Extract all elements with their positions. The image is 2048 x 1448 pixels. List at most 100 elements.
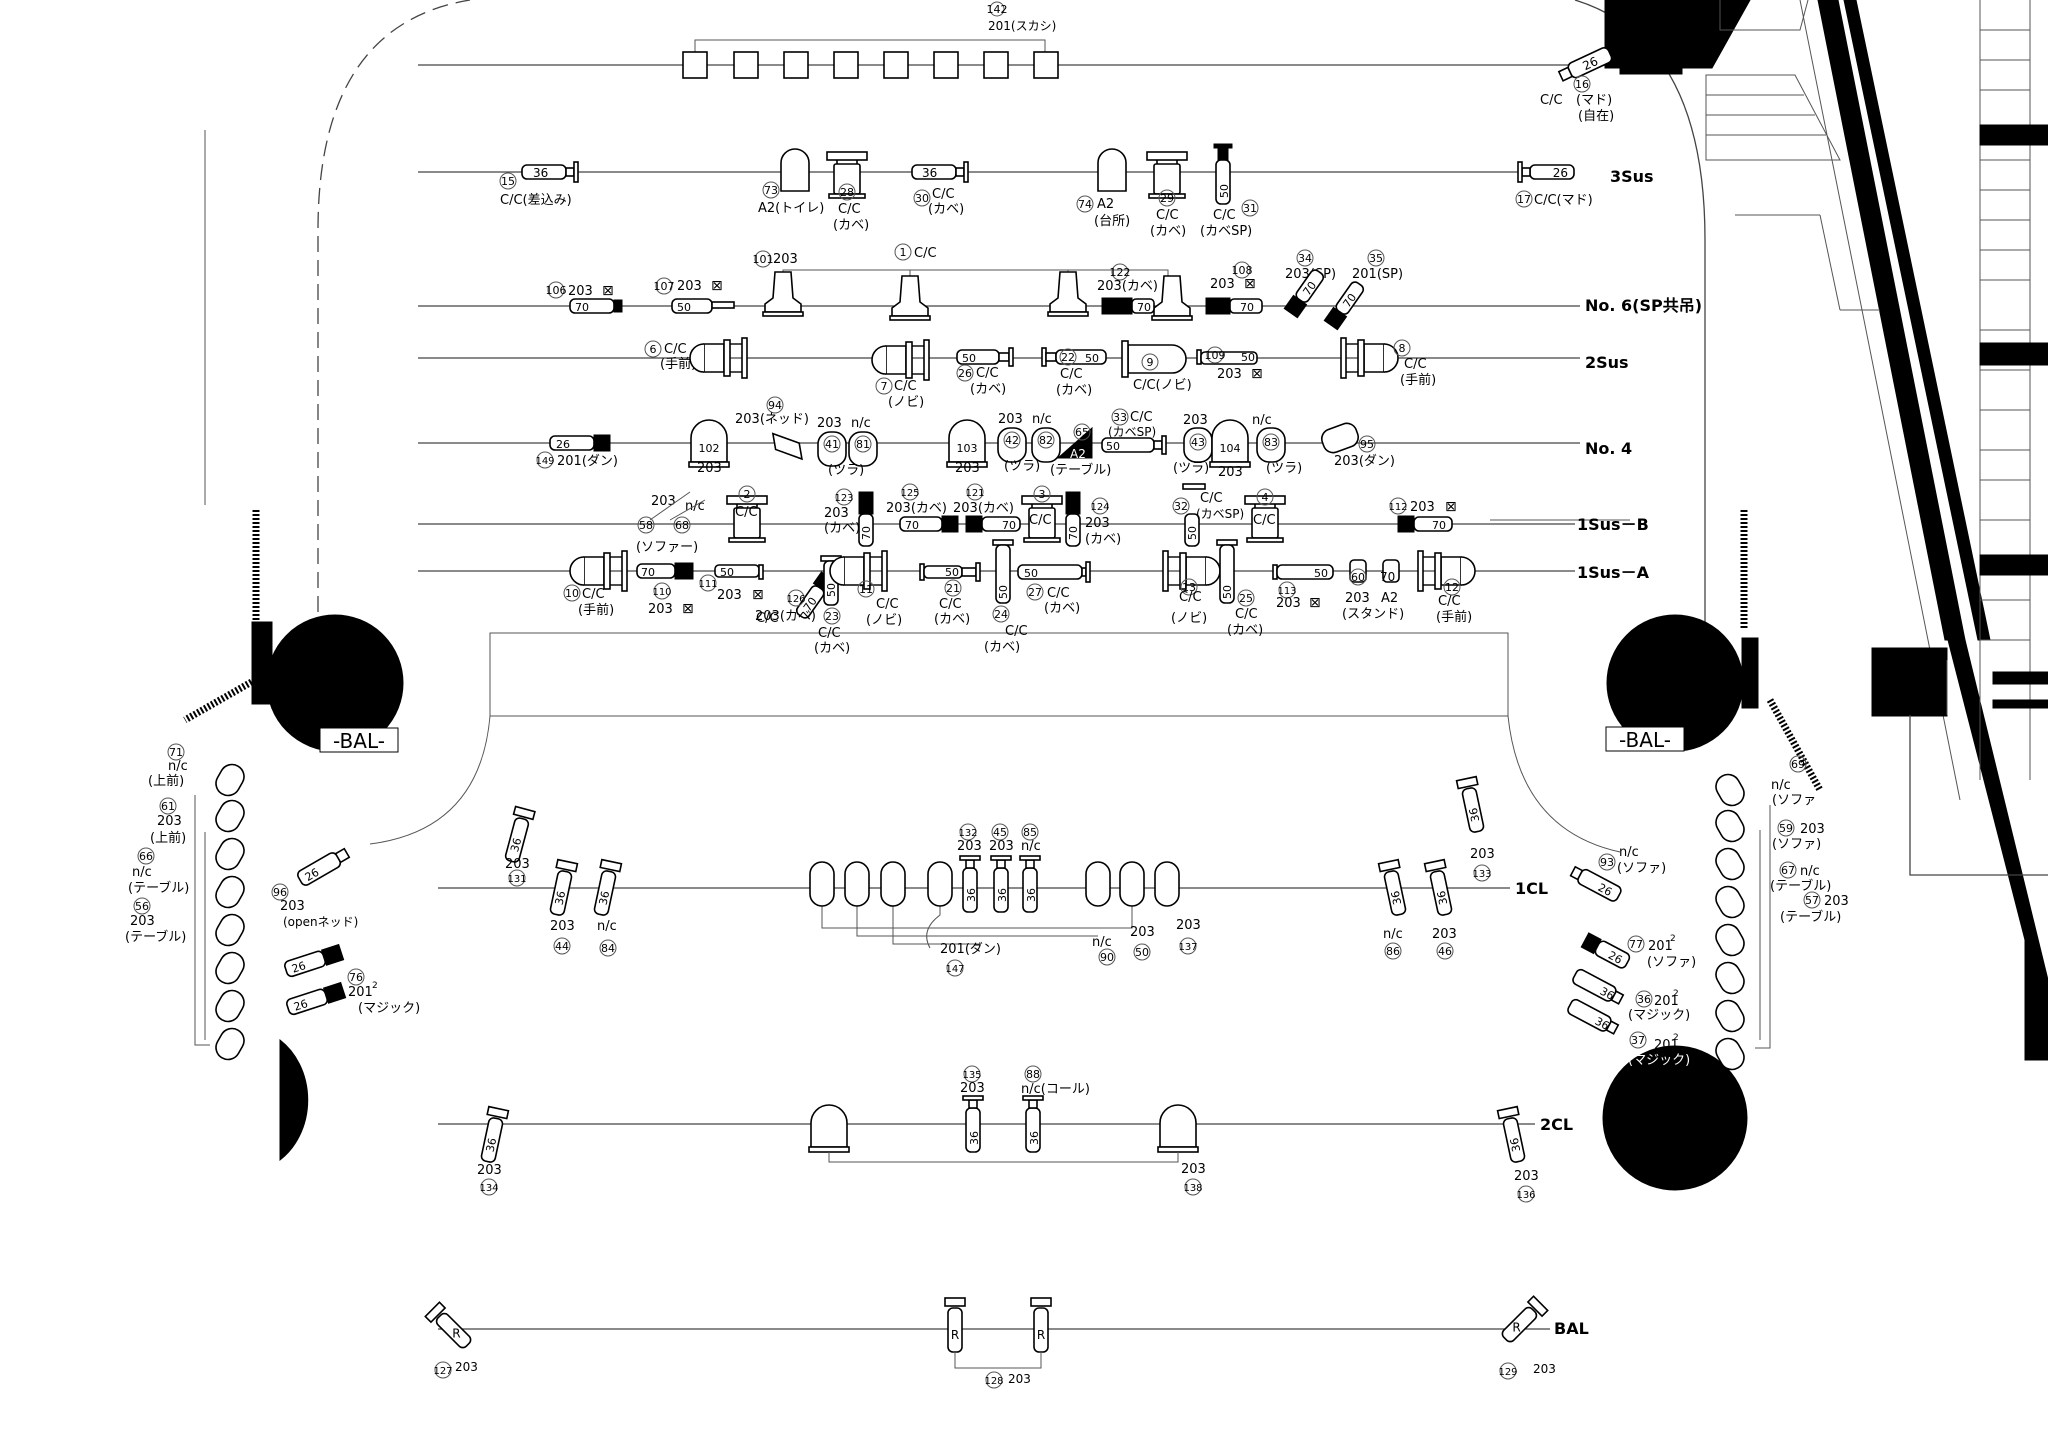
svg-text:203: 203 <box>1533 1362 1556 1376</box>
svg-text:201: 201 <box>1648 939 1673 954</box>
svg-text:(カベ): (カベ) <box>833 218 869 233</box>
svg-text:(カベ): (カベ) <box>970 382 1006 397</box>
svg-text:36: 36 <box>1593 1015 1611 1033</box>
svg-text:96: 96 <box>273 886 287 899</box>
svg-text:70: 70 <box>905 519 919 532</box>
svg-text:125: 125 <box>900 488 919 499</box>
svg-text:⊠: ⊠ <box>711 278 723 294</box>
svg-text:203: 203 <box>648 602 673 617</box>
svg-text:17: 17 <box>1517 193 1531 206</box>
svg-text:8: 8 <box>1399 342 1406 355</box>
svg-text:108: 108 <box>1232 264 1253 277</box>
bal-label-right: -BAL- <box>1605 726 1685 752</box>
svg-text:(カベ): (カベ) <box>1150 224 1186 239</box>
left-boom: 71 n/c (上前) 61 203 (上前) 66 n/c (テーブル) 56… <box>125 743 420 1061</box>
svg-text:(マジック): (マジック) <box>358 1001 420 1016</box>
svg-text:203: 203 <box>773 252 798 267</box>
svg-text:203(カベ): 203(カベ) <box>1097 279 1158 294</box>
svg-text:86: 86 <box>1386 945 1400 958</box>
svg-text:n/c: n/c <box>1252 413 1272 428</box>
svg-text:36: 36 <box>996 888 1009 902</box>
svg-text:C/C: C/C <box>735 505 758 520</box>
svg-text:(ツラ): (ツラ) <box>828 463 864 478</box>
svg-text:203: 203 <box>960 1081 985 1096</box>
svg-text:203(ネッド): 203(ネッド) <box>735 412 809 427</box>
svg-text:(カベ): (カベ) <box>934 612 970 627</box>
svg-text:61: 61 <box>161 800 175 813</box>
svg-text:C/C: C/C <box>1253 513 1276 528</box>
svg-text:135: 135 <box>962 1070 981 1081</box>
svg-text:50: 50 <box>1241 351 1255 364</box>
svg-text:⊠: ⊠ <box>752 587 764 603</box>
svg-text:36: 36 <box>1637 993 1651 1006</box>
svg-text:C/C: C/C <box>582 587 605 602</box>
svg-text:A2(トイレ): A2(トイレ) <box>758 201 824 216</box>
svg-text:36: 36 <box>597 890 613 906</box>
svg-text:201(SP): 201(SP) <box>1352 267 1403 282</box>
svg-text:36: 36 <box>1028 1131 1041 1145</box>
svg-text:(テーブル): (テーブル) <box>1780 909 1841 925</box>
svg-text:⊠: ⊠ <box>1309 595 1321 611</box>
svg-text:45: 45 <box>993 826 1007 839</box>
svg-text:(マド): (マド) <box>1576 93 1612 108</box>
svg-text:203: 203 <box>824 506 849 521</box>
svg-text:203: 203 <box>1176 918 1201 933</box>
svg-text:50: 50 <box>1314 567 1328 580</box>
label-no4: No. 4 <box>1585 439 1632 458</box>
svg-text:127: 127 <box>433 1366 452 1377</box>
svg-text:(ソファ): (ソファ) <box>1647 955 1696 970</box>
svg-text:1: 1 <box>900 246 907 259</box>
svg-text:203: 203 <box>130 914 155 929</box>
svg-text:201(スカシ): 201(スカシ) <box>988 19 1056 33</box>
svg-text:111: 111 <box>698 579 717 590</box>
svg-text:C/C: C/C <box>818 626 841 641</box>
svg-text:77: 77 <box>1629 938 1643 951</box>
svg-text:(ツラ): (ツラ) <box>1004 459 1040 474</box>
svg-text:36: 36 <box>508 837 524 854</box>
svg-text:201: 201 <box>1654 1038 1679 1053</box>
svg-text:26: 26 <box>1553 166 1568 180</box>
svg-text:203: 203 <box>1217 367 1242 382</box>
svg-text:50: 50 <box>1106 440 1120 453</box>
svg-text:203: 203 <box>989 839 1014 854</box>
svg-text:22: 22 <box>1061 351 1075 364</box>
svg-text:4: 4 <box>1262 491 1269 504</box>
svg-text:36: 36 <box>484 1137 500 1153</box>
svg-text:26: 26 <box>958 367 972 380</box>
svg-text:C/C: C/C <box>1060 367 1083 382</box>
svg-text:85: 85 <box>1023 826 1037 839</box>
svg-text:R: R <box>452 1326 460 1340</box>
svg-text:34: 34 <box>1298 252 1312 265</box>
no11-fixtures: 142 201(スカシ) 26 C/C 16 (マド) (自在) <box>682 1 1614 124</box>
svg-text:203: 203 <box>955 461 980 476</box>
svg-text:n/c: n/c <box>1771 778 1791 793</box>
svg-text:36: 36 <box>1389 890 1405 906</box>
svg-text:70: 70 <box>1432 519 1446 532</box>
svg-text:2: 2 <box>372 981 378 991</box>
svg-text:C/C: C/C <box>838 202 861 217</box>
svg-text:203: 203 <box>1470 847 1495 862</box>
svg-text:203: 203 <box>1276 596 1301 611</box>
svg-text:203: 203 <box>1218 465 1243 480</box>
svg-text:28: 28 <box>840 186 854 199</box>
svg-text:(ソファ: (ソファ <box>1772 793 1816 808</box>
svg-text:26: 26 <box>303 866 322 884</box>
svg-text:131: 131 <box>507 874 526 885</box>
svg-text:C/C: C/C <box>876 597 899 612</box>
svg-text:n/c: n/c <box>597 919 617 934</box>
svg-text:12: 12 <box>1445 581 1459 594</box>
label-3sus: 3Sus <box>1610 167 1654 186</box>
svg-text:203: 203 <box>505 857 530 872</box>
svg-text:A2: A2 <box>1070 447 1086 461</box>
svg-text:126: 126 <box>786 594 805 605</box>
svg-text:124: 124 <box>1090 502 1109 513</box>
svg-text:36: 36 <box>965 888 978 902</box>
svg-text:n/c: n/c <box>1021 839 1041 854</box>
svg-text:24: 24 <box>994 608 1008 621</box>
svg-text:15: 15 <box>501 175 515 188</box>
svg-text:(カベSP): (カベSP) <box>1108 425 1156 439</box>
svg-text:122: 122 <box>1110 266 1131 279</box>
svg-text:C/C: C/C <box>1047 586 1070 601</box>
svg-text:(テーブル): (テーブル) <box>128 880 189 896</box>
svg-text:36: 36 <box>1467 807 1483 823</box>
